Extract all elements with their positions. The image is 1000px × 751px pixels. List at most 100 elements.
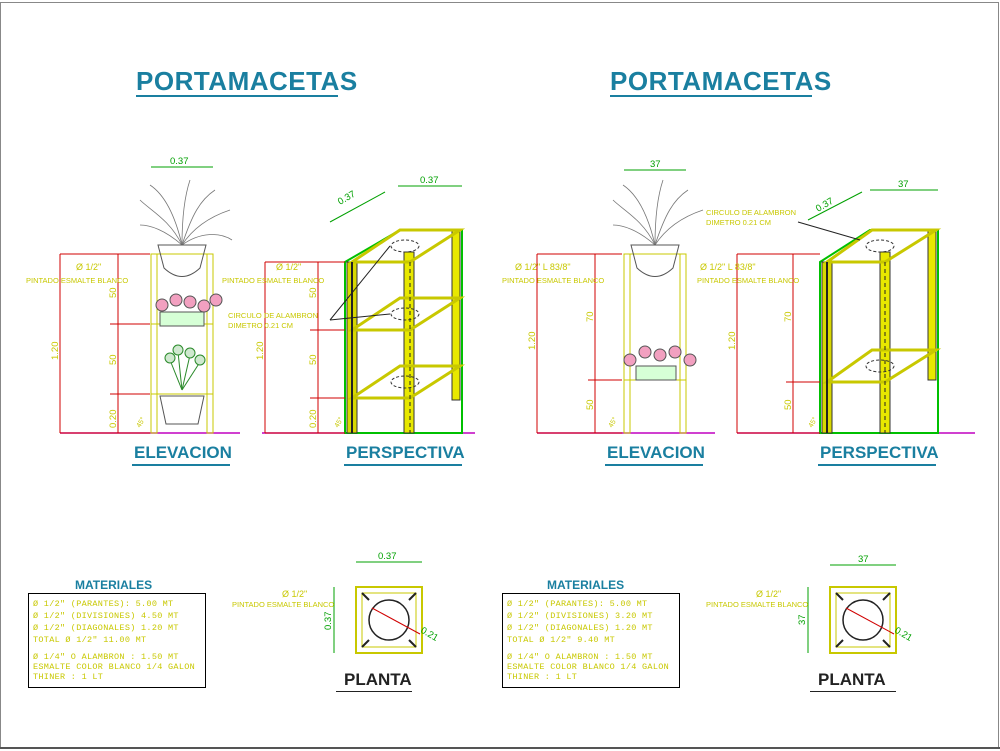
left-materiales-title: MATERIALES [75,578,153,592]
left-planta-note-tube: Ø 1/2" [282,589,307,599]
left-persp-dim-50a: 50 [308,287,319,298]
left-mat-line-3: Ø 1/2" (DIAGONALES) 1.20 MT [33,623,179,633]
right-elev-post-left [623,253,631,434]
left-elevacion-underline [132,464,230,466]
right-elev-note-paint: PINTADO ESMALTE BLANCO [502,276,604,285]
right-persp-dim-total: 1.20 [727,332,738,351]
right-mat-line-5: Ø 1/4" O ALAMBRON : 1.50 MT [507,652,653,662]
right-elev-flowers [623,345,697,381]
right-persp-dim-b: 37 [898,179,909,190]
left-elev-lower-plant [164,344,206,391]
right-persp-dim-70: 70 [783,311,794,322]
right-elev-top-dim: 37 [650,159,661,170]
left-mat-line-5: Ø 1/4" O ALAMBRON : 1.50 MT [33,652,179,662]
left-elevacion-drawing: 0.37 1.20 50 50 0.20 45° Ø 1/2" PINTADO … [26,156,240,434]
left-elev-pot-top [157,244,207,277]
right-elev-fern [612,179,704,246]
right-elev-post-right [679,253,687,434]
left-persp-dim-45: 45° [333,416,345,429]
left-elev-dim-50b: 50 [108,354,119,365]
right-elevacion-underline [605,464,703,466]
right-planta-dim-side: 37 [797,614,808,625]
left-elev-fern [139,179,233,246]
left-persp-dim-a: 0.37 [336,189,358,208]
left-persp-shelf-mid [347,296,466,332]
left-elev-post-left [150,253,158,434]
left-mat-line-2: Ø 1/2" (DIVISIONES) 4.50 MT [33,611,179,621]
right-persp-outline [819,229,939,434]
right-elevacion-drawing: 37 1.20 70 50 45° Ø 1/2" L 83/8" PINTADO… [502,159,715,434]
right-planta-drawing: 0.21 37 37 Ø 1/2" PINTADO ESMALTE BLANCO [706,554,914,654]
left-persp-note-circle-2: DIMETRO 0.21 CM [228,321,293,330]
left-persp-dim-020: 0.20 [308,410,319,429]
left-elev-note-tube: Ø 1/2" [76,262,101,272]
left-perspectiva-drawing: 0.37 0.37 1.20 50 50 0.20 45° Ø 1/2" PIN… [222,175,475,434]
left-planta-note-paint: PINTADO ESMALTE BLANCO [232,600,334,609]
left-persp-note-paint: PINTADO ESMALTE BLANCO [222,276,324,285]
left-planta-circle [368,599,410,641]
right-persp-note-paint: PINTADO ESMALTE BLANCO [697,276,799,285]
right-elev-dim-total: 1.20 [527,332,538,351]
left-persp-dim-total: 1.20 [255,342,266,361]
right-mat-line-7: THINER : 1 LT [507,672,578,682]
left-title-underline [136,95,338,97]
right-planta-dim-top: 37 [858,554,869,565]
left-perspectiva-label: PERSPECTIVA [346,443,465,462]
left-persp-shelf-top [347,228,466,264]
right-title-underline [610,95,812,97]
left-perspectiva-underline [344,464,462,466]
right-persp-note-circle-2: DIMETRO 0.21 CM [706,218,771,227]
left-elevacion-label: ELEVACION [134,443,232,462]
left-persp-post-front-right [403,251,415,434]
left-elev-flowers [155,293,223,327]
left-persp-post-back [451,229,461,401]
left-persp-dim-a-line [329,191,386,223]
left-persp-ring-top [390,239,420,253]
right-persp-shelf-low [822,348,942,384]
right-elev-pot-top [630,244,680,277]
right-elev-note-tube: Ø 1/2" L 83/8" [515,262,571,272]
left-elev-note-paint: PINTADO ESMALTE BLANCO [26,276,128,285]
right-elevacion-label: ELEVACION [607,443,705,462]
left-elev-dim-45: 45° [135,416,147,429]
left-elev-dim-50a: 50 [108,287,119,298]
right-perspectiva-underline [818,464,936,466]
left-planta-dim-top: 0.37 [378,551,397,562]
left-persp-ring-low [390,375,420,389]
right-persp-dim-50: 50 [783,399,794,410]
right-persp-note-circle-1: CIRCULO DE ALAMBRON [706,208,796,217]
left-materiales-box: Ø 1/2" (PARANTES): 5.00 MT Ø 1/2" (DIVIS… [28,593,206,688]
left-persp-note-tube: Ø 1/2" [276,262,301,272]
left-planta-label: PLANTA [344,670,412,689]
right-materiales-title: MATERIALES [547,578,625,592]
right-planta-note-paint: PINTADO ESMALTE BLANCO [706,600,808,609]
left-planta-underline [336,691,412,692]
right-perspectiva-drawing: 0.37 37 CIRCULO DE ALAMBRON DIMETRO 0.21… [697,179,975,434]
right-planta-circle [842,599,884,641]
right-persp-note-tube: Ø 1/2" L 83/8" [700,262,756,272]
right-elev-dim-70: 70 [585,311,596,322]
right-persp-post-back [927,229,937,381]
left-persp-note-circle-1: CIRCULO DE ALAMBRON [228,311,318,320]
right-planta-note-tube: Ø 1/2" [756,589,781,599]
right-mat-line-4: TOTAL Ø 1/2" 9.40 MT [507,635,616,645]
left-planta-drawing: 0.21 0.37 0.37 Ø 1/2" PINTADO ESMALTE BL… [232,551,440,654]
left-elev-dim-total: 1.20 [50,342,61,361]
right-planta-underline [810,691,896,692]
left-persp-shelf-low [347,364,466,400]
right-mat-line-1: Ø 1/2" (PARANTES): 5.00 MT [507,599,648,609]
right-persp-dim-45: 45° [807,416,819,429]
left-persp-dim-50b: 50 [308,354,319,365]
right-elev-dim-45: 45° [607,416,619,429]
left-elev-pot-bottom [159,395,205,425]
right-elev-dim-50: 50 [585,399,596,410]
right-persp-shelf-top [822,228,942,264]
left-elev-top-dim: 0.37 [170,156,189,167]
right-mat-line-6: ESMALTE COLOR BLANCO 1/4 GALON [507,662,670,672]
right-title: PORTAMACETAS [610,66,832,96]
left-mat-line-6: ESMALTE COLOR BLANCO 1/4 GALON [33,662,196,672]
left-persp-ring-mid [390,307,420,321]
left-mat-line-1: Ø 1/2" (PARANTES): 5.00 MT [33,599,174,609]
